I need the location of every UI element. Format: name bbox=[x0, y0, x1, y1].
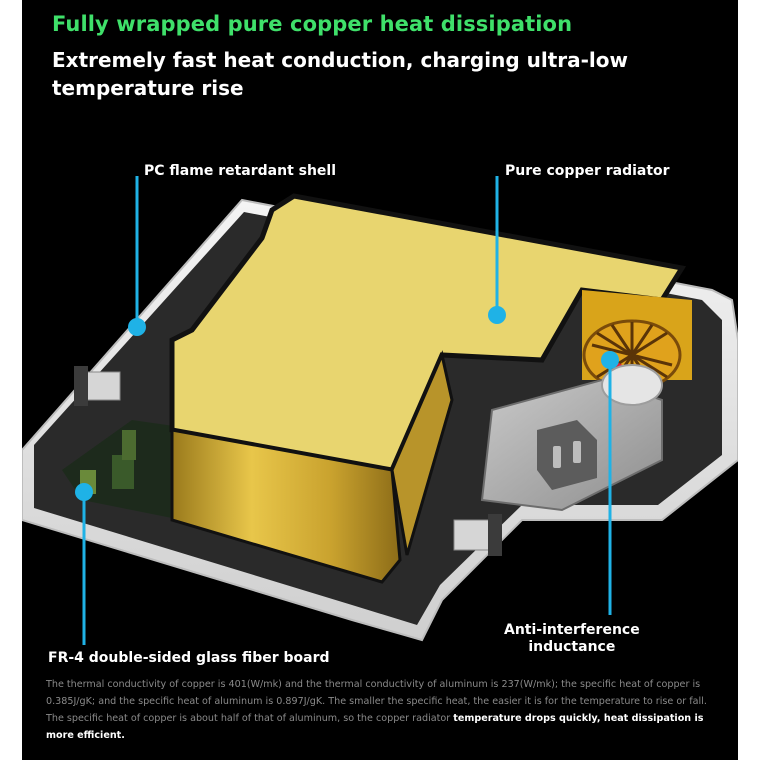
product-illustration-panel: Fully wrapped pure copper heat dissipati… bbox=[22, 0, 738, 760]
callout-inductance-line2: inductance bbox=[528, 639, 616, 655]
charger-cutaway-illustration bbox=[22, 176, 738, 645]
headline-secondary: Extremely fast heat conduction, charging… bbox=[52, 48, 628, 100]
ac-socket-module bbox=[480, 364, 663, 512]
footnote-text: The thermal conductivity of copper is 40… bbox=[46, 679, 707, 724]
footnote-highlight: temperature drops quickly, heat dissipat… bbox=[46, 713, 704, 741]
thermal-footnote: The thermal conductivity of copper is 40… bbox=[46, 676, 722, 744]
callout-copper-radiator: Pure copper radiator bbox=[505, 163, 670, 179]
callout-pointers bbox=[75, 176, 619, 645]
callout-pc-shell: PC flame retardant shell bbox=[144, 163, 337, 179]
screw-left bbox=[74, 366, 121, 406]
callout-fr4-board: FR-4 double-sided glass fiber board bbox=[48, 650, 330, 666]
screw-right bbox=[453, 514, 502, 556]
headline-primary: Fully wrapped pure copper heat dissipati… bbox=[52, 12, 573, 36]
callout-inductance: Anti-interference inductance bbox=[504, 622, 640, 656]
copper-radiator bbox=[169, 193, 687, 584]
callout-inductance-line1: Anti-interference bbox=[504, 622, 640, 638]
